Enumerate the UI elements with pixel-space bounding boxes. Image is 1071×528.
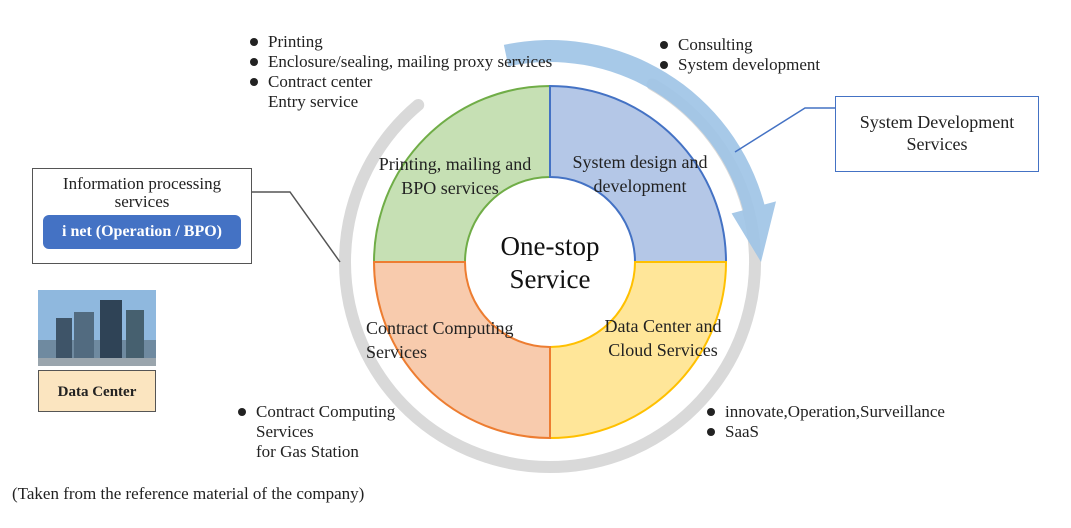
blue-cycle-arrow [503, 40, 777, 263]
bullet-item: SaaS [705, 422, 1005, 442]
segment-bottom-left [372, 261, 551, 440]
bullets-bottom-left: Contract Computing Services for Gas Stat… [236, 402, 456, 462]
inet-pill: i net (Operation / BPO) [43, 215, 241, 249]
bullet-item: innovate,Operation,Surveillance [705, 402, 1005, 422]
bullet-item: System development [658, 55, 878, 75]
segment-label-top-right: System design and development [572, 152, 708, 196]
bullet-item: Consulting [658, 35, 878, 55]
bullets-top-right: Consulting System development [658, 35, 878, 75]
system-development-box: System Development Services [835, 96, 1039, 172]
bullet-item: Contract Computing Services for Gas Stat… [236, 402, 456, 462]
center-label: One-stop Service [500, 231, 600, 294]
segment-label-top-left: Printing, mailing and BPO services [378, 154, 532, 198]
segment-bottom-right [549, 261, 728, 440]
info-box-title: Information processing services [62, 174, 222, 211]
data-center-label: Data Center [38, 370, 156, 412]
segment-top-right [549, 84, 728, 263]
caption: (Taken from the reference material of th… [12, 484, 365, 503]
bullets-top-left: Printing Enclosure/sealing, mailing prox… [248, 32, 608, 112]
bullet-item: Enclosure/sealing, mailing proxy service… [248, 52, 608, 72]
bullet-item: Contract center Entry service [248, 72, 608, 112]
connector-left [250, 191, 341, 263]
information-processing-box: Information processing services i net (O… [32, 168, 252, 264]
segment-top-left [372, 84, 551, 263]
data-center-image [38, 290, 156, 366]
segment-label-bottom-right: Data Center and Cloud Services [604, 316, 722, 360]
bullets-bottom-right: innovate,Operation,Surveillance SaaS [705, 402, 1005, 442]
segment-label-bottom-left: Contract Computing Services [366, 318, 514, 362]
bullet-item: Printing [248, 32, 608, 52]
connector-right [734, 107, 835, 153]
